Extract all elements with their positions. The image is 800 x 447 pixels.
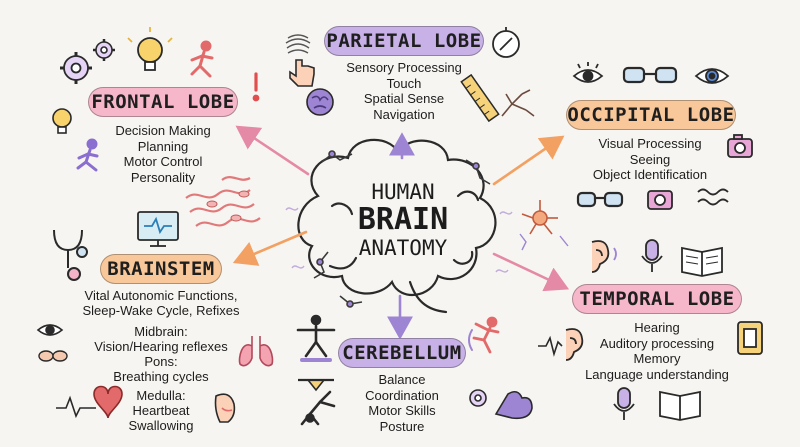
temporal-lobe-title: TEMPORAL LOBE [572, 284, 742, 314]
ear-icon [565, 328, 584, 361]
balance-icon [298, 378, 334, 392]
brainstem-title: BRAINSTEM [100, 254, 222, 284]
brain-ball-icon [306, 88, 334, 116]
wave-icon [697, 188, 729, 206]
function-line: Breathing cycles [113, 369, 209, 384]
gear-icon [93, 39, 115, 61]
book-icon [659, 390, 701, 421]
function-line: Personality [130, 169, 196, 185]
running-person-icon [76, 138, 99, 172]
function-line: Vital Autonomic Functions, [84, 288, 238, 303]
occipital-lobe-title: OCCIPITAL LOBE [566, 100, 736, 130]
eye-icon [36, 324, 64, 336]
chip-icon [737, 321, 763, 355]
microphone-icon [641, 239, 663, 272]
hand-pointer-icon [289, 59, 315, 87]
function-line: Coordination [365, 387, 439, 403]
function-line: Object Identification [592, 167, 708, 182]
sound-wave-icon [538, 335, 563, 357]
function-line: Heartbeat [132, 403, 190, 418]
camera-icon [727, 134, 753, 158]
eye-icon [38, 350, 68, 362]
camera-icon [647, 190, 673, 210]
function-line: Motor Control [123, 154, 203, 169]
function-line: Posture [379, 418, 425, 434]
function-line: Decision Making [115, 123, 211, 138]
cerebellum-functions: Balance Coordination Motor Skills Postur… [338, 372, 466, 434]
exclamation-icon [252, 72, 260, 102]
monitor-icon [137, 211, 179, 247]
neuron-icon [521, 200, 558, 235]
function-line: Midbrain: [134, 324, 188, 339]
connector-arrows [232, 125, 570, 340]
eye-icon [694, 68, 730, 84]
eye-icon [572, 62, 604, 83]
lightbulb-icon [127, 27, 173, 71]
microphone-icon [613, 387, 635, 420]
function-line: Planning [137, 138, 189, 154]
center-title-line1: HUMAN [371, 180, 435, 204]
stethoscope-icon [53, 229, 88, 281]
glasses-icon [576, 191, 624, 208]
temporal-lobe-functions: Hearing Auditory processing Memory Langu… [566, 320, 748, 382]
center-title-line3: ANATOMY [358, 236, 448, 260]
parietal-lobe-functions: Sensory Processing Touch Spatial Sense N… [324, 60, 484, 122]
function-line: Visual Processing [598, 136, 702, 151]
function-line: Vision/Hearing reflexes [94, 339, 228, 354]
compass-icon [492, 27, 520, 58]
gymnast-icon [296, 314, 336, 362]
glasses-icon [622, 66, 678, 84]
center-title: HUMAN BRAIN ANATOMY [318, 180, 488, 260]
neuron-icon [313, 150, 491, 308]
gear-icon [469, 389, 487, 407]
lightbulb-icon [52, 108, 72, 134]
function-line: Spatial Sense [363, 91, 445, 106]
frontal-lobe-functions: Decision Making Planning Motor Control P… [88, 123, 238, 185]
brainstem-functions: Vital Autonomic Functions, Sleep-Wake Cy… [66, 288, 256, 433]
occipital-lobe-functions: Visual Processing Seeing Object Identifi… [570, 136, 730, 183]
neuron-icon [501, 89, 535, 117]
function-line: Medulla: [136, 388, 186, 403]
function-line: Navigation [373, 106, 435, 122]
brain-outline [297, 138, 497, 314]
heart-icon [56, 385, 123, 419]
function-line: Language understanding [585, 366, 729, 382]
function-line: Sleep-Wake Cycle, Refixes [82, 303, 240, 318]
ruler-icon [460, 73, 500, 123]
running-person-icon [190, 40, 214, 78]
book-icon [681, 246, 723, 277]
fingerprint-icon [285, 34, 311, 54]
cerebellum-title: CEREBELLUM [338, 338, 466, 368]
function-line: Auditory processing [599, 335, 715, 351]
lungs-icon [238, 336, 274, 367]
center-title-line2: BRAIN [357, 202, 449, 237]
function-line: Hearing [634, 320, 680, 335]
ear-icon [591, 240, 617, 273]
function-line: Seeing [629, 151, 671, 167]
gear-icon [60, 52, 92, 84]
running-person-icon [468, 316, 500, 354]
function-line: Motor Skills [368, 403, 436, 418]
muscle-icon [494, 390, 533, 420]
function-line: Memory [633, 351, 681, 366]
gymnast-icon [300, 390, 336, 426]
function-line: Swallowing [128, 418, 194, 433]
swallowing-icon [214, 393, 236, 423]
function-line: Touch [386, 75, 422, 91]
function-line: Pons: [144, 354, 178, 369]
frontal-lobe-title: FRONTAL LOBE [88, 87, 238, 117]
parietal-lobe-title: PARIETAL LOBE [324, 26, 484, 56]
function-line: Balance [378, 372, 426, 387]
function-line: Sensory Processing [346, 60, 462, 75]
